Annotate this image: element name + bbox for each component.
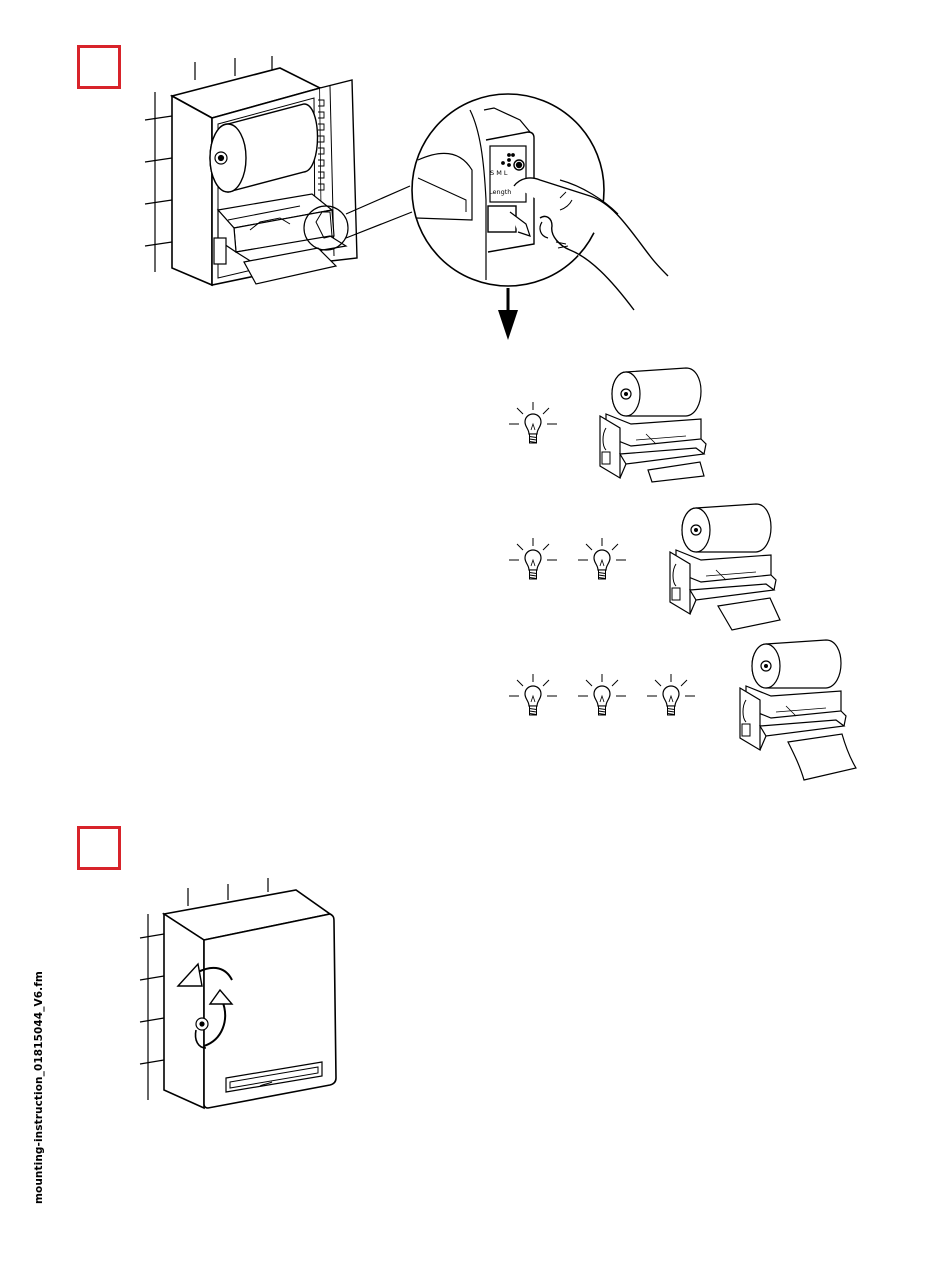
- lamp-icon: [647, 674, 695, 715]
- lamp-icon: [578, 538, 626, 579]
- length-setting-short: [509, 368, 706, 482]
- footer-filename: mounting-instruction_01815044_V6.fm: [33, 971, 45, 1204]
- dispenser-closed-illustration: [140, 878, 336, 1108]
- length-setting-medium: [509, 504, 780, 630]
- dispenser-mechanism-icon: [740, 640, 846, 750]
- length-setting-long: [509, 640, 856, 780]
- dispenser-mechanism-icon: [600, 368, 706, 478]
- lamp-icon: [509, 402, 557, 443]
- length-button-label: Length: [489, 188, 511, 196]
- dispenser-open-illustration: [145, 56, 412, 285]
- lamp-icon: [578, 674, 626, 715]
- lamp-icon: [509, 538, 557, 579]
- lamp-icon: [509, 674, 557, 715]
- dispenser-mechanism-icon: [670, 504, 776, 614]
- length-button-closeup: [412, 94, 668, 340]
- size-letters: S M L: [490, 169, 508, 177]
